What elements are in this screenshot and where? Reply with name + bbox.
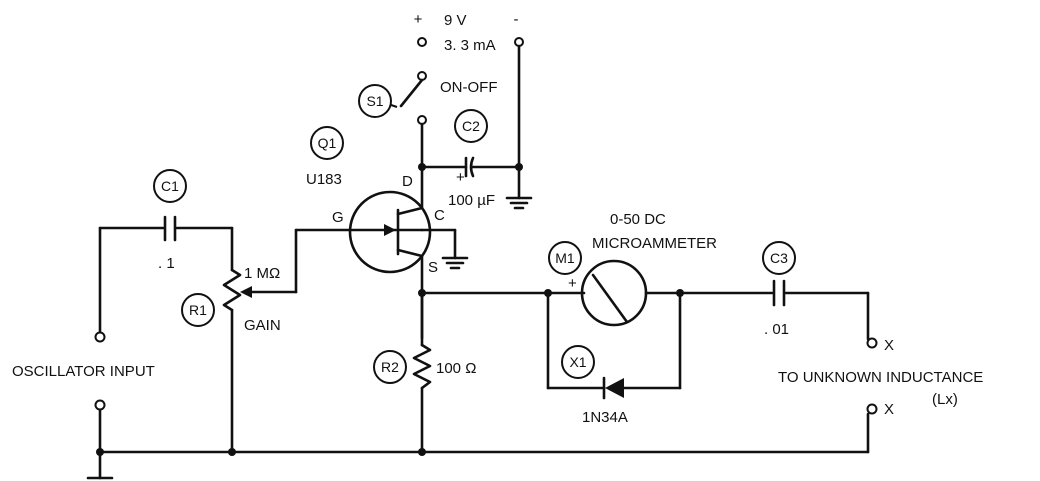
c2-value-label: 100 µF <box>448 192 495 209</box>
tag-c1: C1 <box>153 169 187 203</box>
supply-plus-terminal <box>417 37 427 47</box>
c2-plus-label: + <box>456 169 465 186</box>
r1-function-label: GAIN <box>244 317 281 334</box>
pin-s-label: S <box>428 259 438 276</box>
tag-m1: M1 <box>548 241 582 275</box>
transistor-envelope <box>348 190 432 274</box>
c1-r1-section <box>98 215 298 454</box>
tag-r2: R2 <box>373 350 407 384</box>
meter-needle <box>591 273 629 324</box>
tag-s1-text: S1 <box>366 93 383 109</box>
x-bottom-label: X <box>884 401 894 418</box>
r1-value-label: 1 MΩ <box>244 265 280 282</box>
ground-symbol-q1 <box>441 256 469 270</box>
pin-g-label: G <box>332 209 344 226</box>
tag-c2: C2 <box>454 109 488 143</box>
meter-line2-label: MICROAMMETER <box>592 235 717 252</box>
drain-and-c2 <box>418 122 533 210</box>
x-terminal-bottom <box>866 403 878 415</box>
lx-label: (Lx) <box>932 391 958 408</box>
wiper-arrow <box>240 286 252 298</box>
junction-dot <box>418 163 426 171</box>
switch-label: ON-OFF <box>440 79 498 96</box>
tag-c2-text: C2 <box>462 118 480 134</box>
r2-zigzag <box>412 343 432 390</box>
supply-current-label: 3. 3 mA <box>444 37 496 54</box>
ground-symbol-c2 <box>505 196 533 210</box>
diode-triangle <box>605 378 624 398</box>
junction-dot <box>228 448 236 456</box>
q1-part-label: U183 <box>306 171 342 188</box>
s1-leader <box>390 104 398 108</box>
drain-lead <box>396 206 424 216</box>
tag-q1-text: Q1 <box>318 135 337 151</box>
supply-minus-label: - <box>514 11 519 28</box>
osc-input-label: OSCILLATOR INPUT <box>12 363 155 380</box>
source-lead <box>396 248 424 258</box>
supply-plus-label: + <box>414 11 423 28</box>
pin-d-label: D <box>402 173 413 190</box>
supply-voltage-label: 9 V <box>444 12 467 29</box>
diode-part-label: 1N34A <box>582 409 628 426</box>
supply-section <box>399 37 524 169</box>
junction-dot <box>96 448 104 456</box>
r2-value-label: 100 Ω <box>436 360 476 377</box>
meter-plus-label: + <box>568 275 577 292</box>
pin-c-label: C <box>434 207 445 224</box>
unknown-inductance-label: TO UNKNOWN INDUCTANCE <box>778 369 983 386</box>
c3-value-label: . 01 <box>764 321 789 338</box>
x-terminal-top <box>866 337 878 349</box>
tag-x1-text: X1 <box>569 354 586 370</box>
osc-input-terminal-top <box>94 331 106 343</box>
tag-r1: R1 <box>181 293 215 327</box>
tag-q1: Q1 <box>310 126 344 160</box>
x-top-label: X <box>884 337 894 354</box>
gate-arrow <box>384 224 396 236</box>
tag-c3: C3 <box>762 241 796 275</box>
tag-r2-text: R2 <box>381 359 399 375</box>
meter-body <box>580 259 648 327</box>
meter-section <box>420 259 684 400</box>
tag-x1: X1 <box>561 345 595 379</box>
osc-input-terminal-bottom <box>94 399 106 411</box>
r2-resistor <box>412 289 432 454</box>
meter-line1-label: 0-50 DC <box>610 211 666 228</box>
tag-m1-text: M1 <box>555 250 575 266</box>
q1-transistor <box>294 190 469 340</box>
c3-output <box>678 279 878 415</box>
input-terminals <box>86 331 114 480</box>
c1-value-label: . 1 <box>158 255 175 272</box>
tag-c1-text: C1 <box>161 178 179 194</box>
r1-zigzag <box>222 268 242 312</box>
tag-c3-text: C3 <box>770 250 788 266</box>
tag-s1: S1 <box>358 84 392 118</box>
tag-r1-text: R1 <box>189 302 207 318</box>
switch-lever <box>399 78 424 108</box>
